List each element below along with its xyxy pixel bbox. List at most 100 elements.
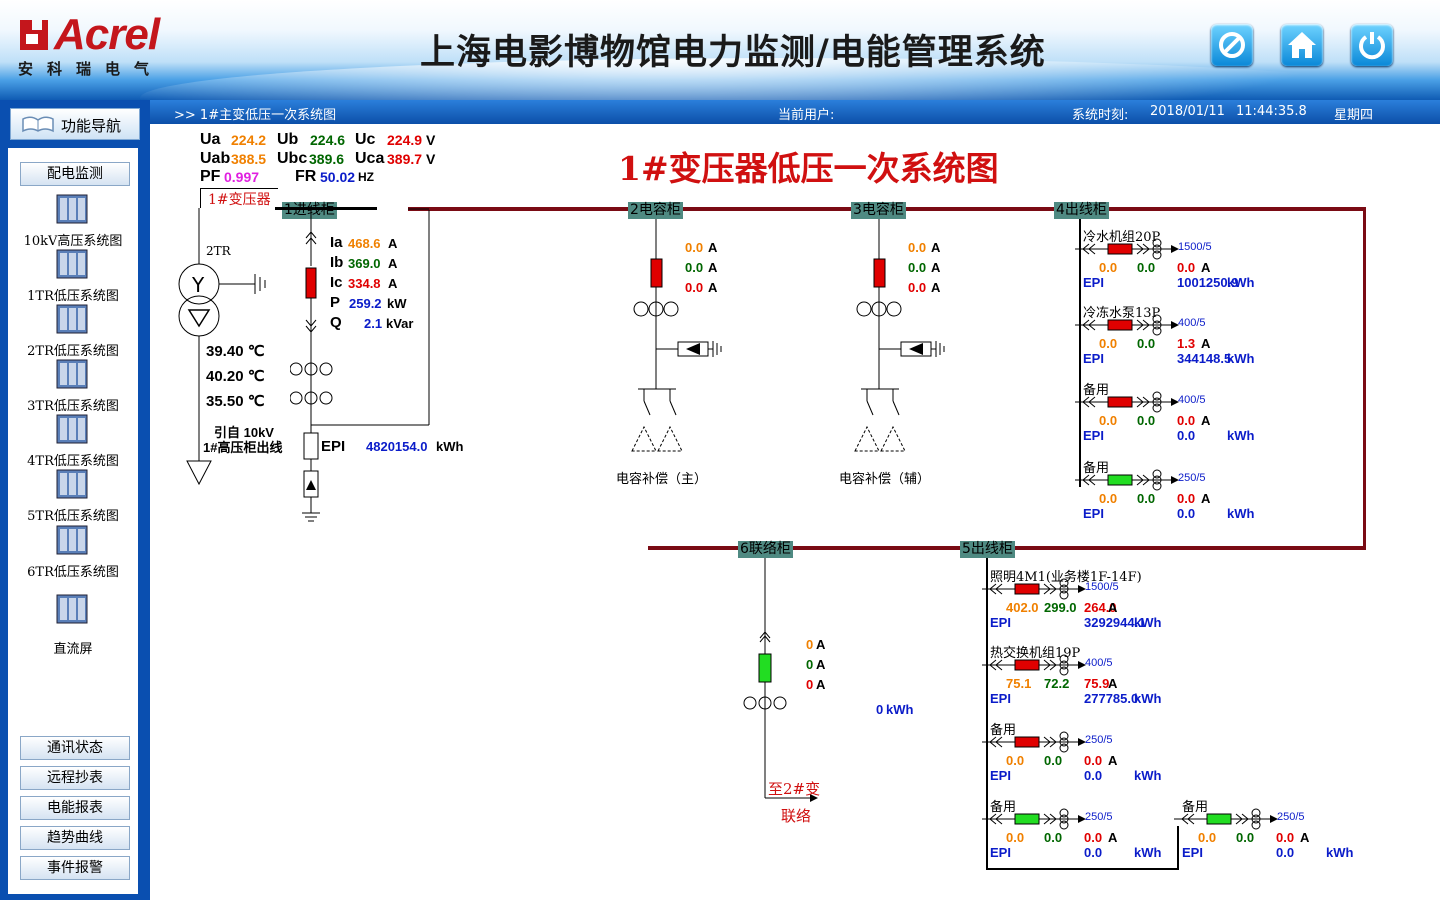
home-icon [1288, 32, 1316, 58]
out5-feeder-3-ia: 0.0 [1006, 830, 1025, 845]
out5-feeder-2-name: 备用 [990, 723, 1017, 738]
out4-feeder-0-ia: 0.0 [1099, 260, 1118, 275]
ua-label: Ua [200, 131, 221, 148]
out4-feeder-3-ic: 0.0 [1177, 491, 1196, 506]
energy-report-button[interactable]: 电能报表 [20, 796, 130, 820]
stop-button[interactable] [1211, 24, 1253, 66]
incoming-epi-unit: kWh [436, 439, 464, 454]
out4-feeder-1-breaker-symbol [1075, 314, 1179, 336]
ib-unit: A [388, 256, 398, 271]
nav-header[interactable]: 功能导航 [10, 108, 140, 140]
cabinet-icon [56, 249, 88, 279]
transformer-name: 1#变压器 [208, 192, 271, 208]
out5-feeder-2-ct: 250/5 [1085, 734, 1113, 746]
out5-feeder-0-ct: 1500/5 [1085, 581, 1119, 593]
cabinet-1-incoming[interactable]: 1进线柜 [282, 202, 337, 219]
sidebar-item-6[interactable]: 6TR低压系统图 [8, 525, 138, 580]
out5-feeder-2-epi-label: EPI [990, 768, 1011, 783]
logo-text: Acrel [54, 10, 160, 59]
cabinet-3-capacitor[interactable]: 3电容柜 [851, 202, 906, 219]
cabinet-5-outgoing[interactable]: 5出线柜 [960, 541, 1015, 558]
cap_main-name: 电容补偿（主） [616, 472, 708, 487]
out5-feeder-2-ic: 0.0 [1084, 753, 1103, 768]
out5-feeder-0-ic: 264.0 [1084, 600, 1117, 615]
cap_main-current-2: 0.0 [685, 280, 704, 295]
out4-feeder-2-epi-unit: kWh [1227, 428, 1255, 443]
out4-feeder-0-name: 冷水机组20P [1083, 230, 1161, 245]
cap_main-current-0: 0.0 [685, 240, 704, 255]
nav-section-distribution-monitoring[interactable]: 配电监测 [20, 162, 130, 186]
cabinet-icon [56, 594, 88, 624]
ubc-label: Ubc [277, 150, 308, 167]
out5-feeder-0-epi: 3292944.1 [1084, 615, 1146, 630]
diagram-title: 1#变压器低压一次系统图 [618, 149, 999, 188]
out4-feeder-1-epi: 344148.5 [1177, 351, 1232, 366]
uab-value: 388.5 [231, 151, 267, 167]
trend-curve-button[interactable]: 趋势曲线 [20, 826, 130, 850]
out5-feeder-1-amp: A [1108, 676, 1118, 691]
out4-feeder-1-amp: A [1201, 336, 1211, 351]
breadcrumb: >> 1#主变低压一次系统图 [174, 108, 337, 123]
out4-feeder-1-epi-label: EPI [1083, 351, 1104, 366]
acrel-logo-icon [20, 20, 48, 50]
out5-feeder-3-ct: 250/5 [1085, 811, 1113, 823]
system-time: 11:44:35.8 [1236, 104, 1307, 119]
tie-ia: 0 [806, 637, 814, 652]
sidebar-item-0[interactable]: 10kV高压系统图 [8, 194, 138, 249]
out5-feeder-1-breaker-symbol [982, 654, 1086, 676]
out4-feeder-2-ib: 0.0 [1137, 413, 1156, 428]
incoming-epi-value: 4820154.0 [366, 439, 428, 454]
sidebar-item-7[interactable]: 直流屏 [8, 594, 138, 657]
out4-feeder-3-epi: 0.0 [1177, 506, 1196, 521]
sidebar-item-4[interactable]: 4TR低压系统图 [8, 414, 138, 469]
out4-feeder-2-ic: 0.0 [1177, 413, 1196, 428]
out4-feeder-1-ic: 1.3 [1177, 336, 1196, 351]
power-button[interactable] [1351, 24, 1393, 66]
p-value: 259.2 [349, 296, 382, 311]
out5-feeder-3-ic: 0.0 [1084, 830, 1103, 845]
cap_main-current-unit-2: A [708, 280, 718, 295]
remote-reading-button[interactable]: 远程抄表 [20, 766, 130, 790]
stop-icon [1219, 32, 1245, 58]
nav-title: 功能导航 [61, 117, 122, 135]
comm-status-button[interactable]: 通讯状态 [20, 736, 130, 760]
sidebar-item-label: 1TR低压系统图 [27, 289, 119, 304]
out5-feeder-4-ct: 250/5 [1277, 811, 1305, 823]
cabinet-2-capacitor[interactable]: 2电容柜 [628, 202, 683, 219]
sidebar-item-1[interactable]: 1TR低压系统图 [8, 249, 138, 304]
event-alarm-button[interactable]: 事件报警 [20, 856, 130, 880]
home-button[interactable] [1281, 24, 1323, 66]
tie-ia-unit: A [816, 637, 826, 652]
sidebar-item-label: 2TR低压系统图 [27, 344, 119, 359]
out5-feeder-3-breaker-symbol [982, 808, 1086, 830]
out5-feeder-4-epi-unit: kWh [1326, 845, 1354, 860]
tie-kwh-unit: kWh [886, 702, 914, 717]
cap_aux-current-unit-1: A [931, 260, 941, 275]
out4-feeder-2-ct: 400/5 [1178, 394, 1206, 406]
out4-feeder-1-epi-unit: kWh [1227, 351, 1255, 366]
incoming-feeder-symbol [290, 208, 430, 522]
cap_aux-current-unit-0: A [931, 240, 941, 255]
fr-value: 50.02 [320, 169, 356, 185]
cabinet-4-outgoing[interactable]: 4出线柜 [1054, 202, 1109, 219]
sidebar-item-5[interactable]: 5TR低压系统图 [8, 469, 138, 524]
out5-feeder-0-ia: 402.0 [1006, 600, 1039, 615]
cabinet-icon [56, 469, 88, 499]
ib-value: 369.0 [348, 256, 381, 271]
capacitor-symbol [631, 219, 722, 452]
source-line2: 1#高压柜出线 [203, 440, 283, 455]
power-icon [1359, 32, 1385, 60]
out4-feeder-1-ia: 0.0 [1099, 336, 1118, 351]
out5-feeder-4-breaker-symbol [1174, 808, 1278, 830]
out5-feeder-1-ia: 75.1 [1006, 676, 1032, 691]
out4-feeder-3-epi-unit: kWh [1227, 506, 1255, 521]
sidebar-item-3[interactable]: 3TR低压系统图 [8, 359, 138, 414]
cabinet-icon [56, 194, 88, 224]
sidebar-item-2[interactable]: 2TR低压系统图 [8, 304, 138, 359]
cabinet-6-tie[interactable]: 6联络柜 [738, 541, 793, 558]
out5-feeder-3-name: 备用 [990, 800, 1017, 815]
out4-feeder-0-ct: 1500/5 [1178, 241, 1212, 253]
out4-feeder-0-ic: 0.0 [1177, 260, 1196, 275]
book-icon [22, 116, 54, 133]
